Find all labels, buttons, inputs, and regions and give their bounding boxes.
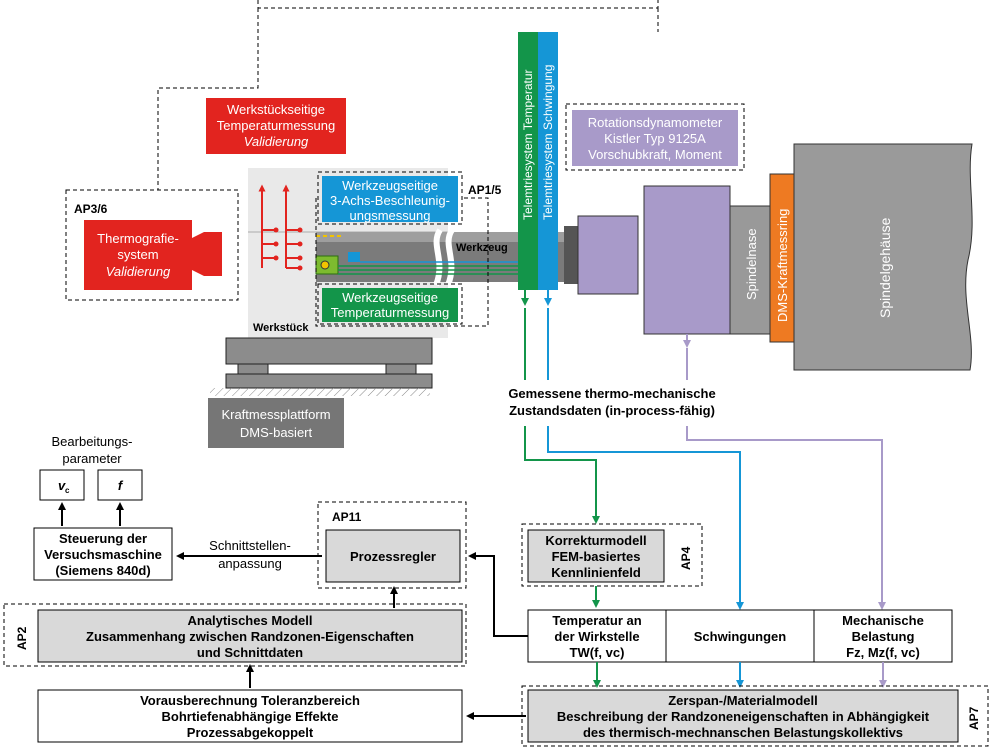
ap4-label: AP4 <box>679 546 693 570</box>
kraftmessplattform-box <box>208 398 344 448</box>
vorausberechnung-box <box>37 689 463 743</box>
dashed-top-bracket <box>257 0 659 9</box>
ap36-dashed-frame <box>65 189 239 301</box>
telemetrie-schwingung-label: Telemtriesystem Schwingung <box>541 65 555 220</box>
lavender-flow-line <box>686 348 882 606</box>
spindelgehaeuse <box>793 143 973 371</box>
analytisches-line1: Analytisches Modell <box>188 613 313 628</box>
temperatur-line1: Temperatur an <box>552 613 641 628</box>
gemessene-line2: Zustandsdaten (in-process-fähig) <box>509 403 715 418</box>
thermografie-line1: Thermografie- <box>97 231 179 246</box>
steuerung-line3: (Siemens 840d) <box>55 563 150 578</box>
ap36-label: AP3/6 <box>74 202 108 216</box>
schnittstellen-line2: anpassung <box>218 556 282 571</box>
ap7-label: AP7 <box>967 706 981 730</box>
telemetrie-temperatur-bar <box>518 32 538 290</box>
wz-beschleunigung-line2: 3-Achs-Beschleunig- <box>330 193 450 208</box>
werkstueck-temp-line1: Werkstückseitige <box>227 102 325 117</box>
rotationsdynamometer-box <box>572 110 738 166</box>
spindelgehaeuse-label: Spindelgehäuse <box>877 217 893 318</box>
korrekturmodell-box <box>527 529 665 583</box>
werkstueck-temp-line2: Temperaturmessung <box>217 118 336 133</box>
bearbeitungsparameter-line1: Bearbeitungs- <box>52 434 133 449</box>
zerspan-line2: Beschreibung der Randzoneneigenschaften … <box>557 709 930 724</box>
mechanische-line3: Fz, Mz(f, vc) <box>846 645 920 660</box>
vorausberechnung-line1: Vorausberechnung Toleranzbereich <box>140 693 360 708</box>
dashed-ap36-link <box>157 8 259 190</box>
kraftmessplattform-line2: DMS-basiert <box>240 425 313 440</box>
prozessregler-box <box>325 529 461 583</box>
spindelnase-label: Spindelnase <box>744 228 759 300</box>
temperatur-line3: TW(f, vc) <box>570 645 625 660</box>
prozessregler-label: Prozessregler <box>350 549 436 564</box>
vc-subscript: c <box>65 486 70 495</box>
steuerung-box <box>33 527 173 581</box>
schwingungen-label: Schwingungen <box>694 629 787 644</box>
rotationsdynamometer-line3: Vorschubkraft, Moment <box>588 147 722 162</box>
werkstueck-label: Werkstück <box>253 322 309 334</box>
wz-beschleunigung-line3: ungsmessung <box>350 208 431 223</box>
temperatur-line2: der Wirkstelle <box>554 629 639 644</box>
rotationsdynamometer-line2: Kistler Typ 9125A <box>604 131 706 146</box>
wz-temperatur-line2: Temperaturmessung <box>331 305 450 320</box>
ap4-dashed-frame <box>521 523 703 587</box>
vc-box <box>39 469 85 501</box>
korrekturmodell-line1: Korrekturmodell <box>545 533 646 548</box>
dms-kraftmessring-label: DMS-Kraftmessring <box>775 209 790 322</box>
wz-temperatur-line1: Werkzeugseitige <box>342 290 438 305</box>
platform-base <box>225 373 433 389</box>
werkstueck-temp-box <box>206 98 346 154</box>
gemessene-line1: Gemessene thermo-mechanische <box>508 386 715 401</box>
ap11-label: AP11 <box>332 510 362 524</box>
steuerung-line2: Versuchsmaschine <box>44 547 162 562</box>
dynamometer-body <box>643 185 731 335</box>
zerspan-line3: des thermisch-mechnanschen Belastungskol… <box>583 725 903 740</box>
accelerometer-sensor <box>348 252 360 262</box>
dms-kraftmessring <box>769 173 795 343</box>
analytisches-line3: und Schnittdaten <box>197 645 303 660</box>
mechanische-line1: Mechanische <box>842 613 924 628</box>
kraftmessplattform-line1: Kraftmessplattform <box>221 407 330 422</box>
wz-temperatur-box <box>322 288 458 322</box>
telemetrie-schwingung-bar <box>538 32 558 290</box>
analytisches-line2: Zusammenhang zwischen Randzonen-Eigensch… <box>86 629 414 644</box>
thermografie-line3: Validierung <box>106 264 171 279</box>
mechanische-line2: Belastung <box>852 629 915 644</box>
ap2-dashed-frame <box>3 603 467 667</box>
ap2-label: AP2 <box>15 626 29 650</box>
schnittstellen-line1: Schnittstellen- <box>209 538 291 553</box>
bearbeitungsparameter-line2: parameter <box>62 451 122 466</box>
f-box <box>97 469 143 501</box>
vorausberechnung-line2: Bohrtiefenabhängige Effekte <box>162 709 339 724</box>
blue-flow-line <box>547 308 740 606</box>
steuerung-line1: Steuerung der <box>59 531 147 546</box>
wz-beschleunigung-line1: Werkzeugseitige <box>342 178 438 193</box>
schwingungen-box <box>665 609 815 663</box>
vorausberechnung-line3: Prozessabgekoppelt <box>187 725 314 740</box>
thermografie-line2: system <box>117 247 158 262</box>
green-flow-line <box>524 308 596 520</box>
zerspan-materialmodell-box <box>527 689 959 743</box>
zerspan-line1: Zerspan-/Materialmodell <box>668 693 818 708</box>
rotationsdynamometer-line1: Rotationsdynamometer <box>588 115 723 130</box>
dynamometer-ring-1 <box>577 215 639 295</box>
werkstueck-temp-line3: Validierung <box>244 134 309 149</box>
platform-top <box>225 337 433 365</box>
analytisches-box <box>37 609 463 663</box>
ap15-dashed-frame <box>315 197 489 327</box>
korrekturmodell-line3: Kennlinienfeld <box>551 565 641 580</box>
f-label: f <box>118 478 124 493</box>
vc-label: v <box>58 478 66 493</box>
thermografie-camera-body <box>84 220 192 290</box>
korrekturmodell-line2: FEM-basiertes <box>552 549 641 564</box>
wz-beschleunigung-box <box>322 176 458 222</box>
telemetrie-temperatur-label: Telemtriesystem Temperatur <box>521 70 535 221</box>
werkzeug-label: Werkzeug <box>456 242 508 254</box>
feedback-to-prozessregler <box>468 552 528 637</box>
ap15-label: AP1/5 <box>468 183 502 197</box>
